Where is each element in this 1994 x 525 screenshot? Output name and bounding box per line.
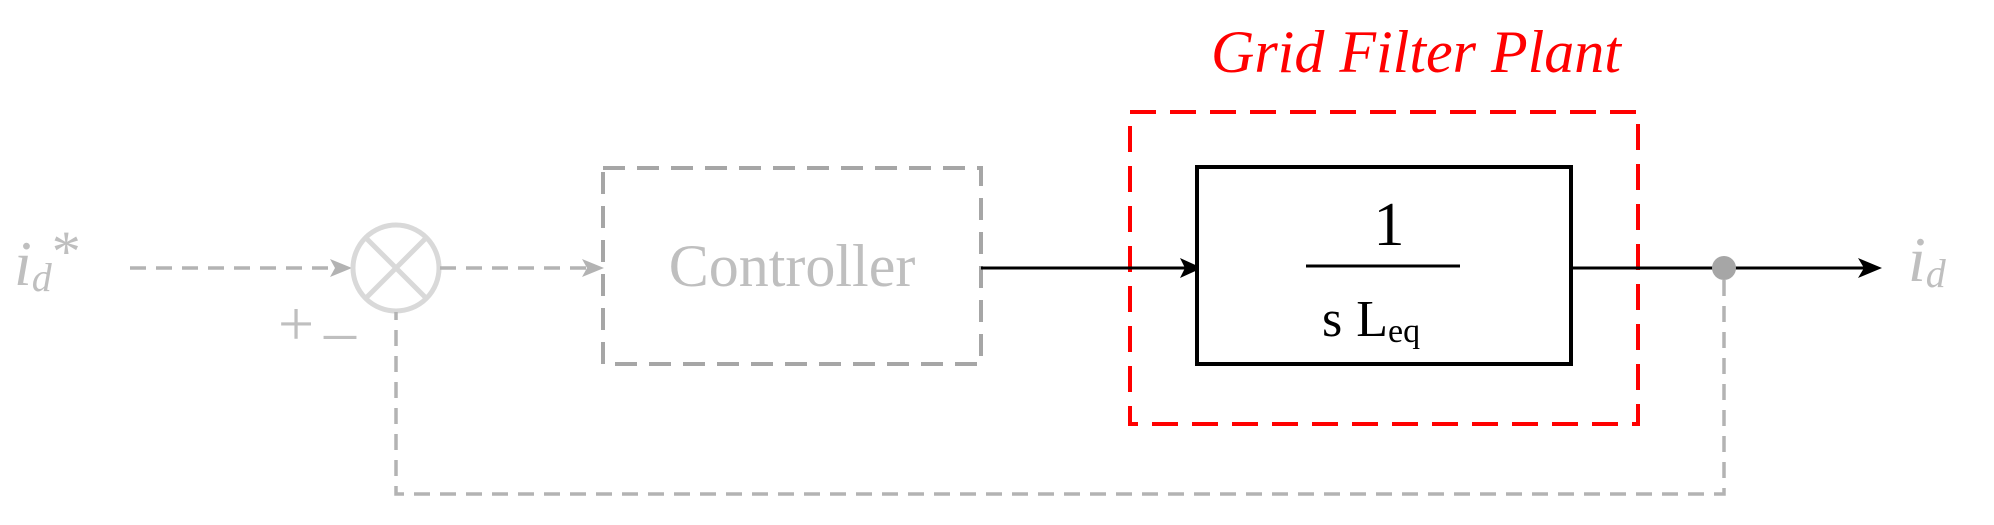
- pickoff-node: [1712, 256, 1736, 280]
- input-signal-label: id*: [14, 219, 81, 300]
- controller-block: [601, 166, 983, 366]
- feedback-path: [394, 280, 1726, 496]
- plant-arrow-head: [1180, 258, 1202, 278]
- controller-arrow-head: [582, 259, 604, 277]
- tf-numerator: 1: [1374, 191, 1405, 259]
- controller-label: Controller: [669, 233, 916, 299]
- summing-junction: [350, 222, 442, 314]
- plant-block: [1195, 165, 1573, 366]
- output-arrow-head: [1858, 258, 1882, 278]
- input-signal-sup: *: [52, 219, 81, 284]
- plus-sign: +: [278, 288, 314, 359]
- tf-denominator-sub: eq: [1388, 313, 1420, 350]
- input-signal-main: i: [14, 228, 32, 299]
- tf-denominator-L: L: [1356, 291, 1388, 348]
- output-signal-main: i: [1908, 224, 1926, 295]
- output-signal-label: id: [1908, 224, 1947, 296]
- input-signal-sub: d: [32, 255, 53, 300]
- plant-label: Grid Filter Plant: [1211, 19, 1622, 85]
- input-arrow-head: [330, 259, 352, 277]
- tf-denominator-s: s: [1322, 291, 1342, 348]
- minus-sign: –: [323, 295, 357, 366]
- output-signal-sub: d: [1926, 251, 1947, 296]
